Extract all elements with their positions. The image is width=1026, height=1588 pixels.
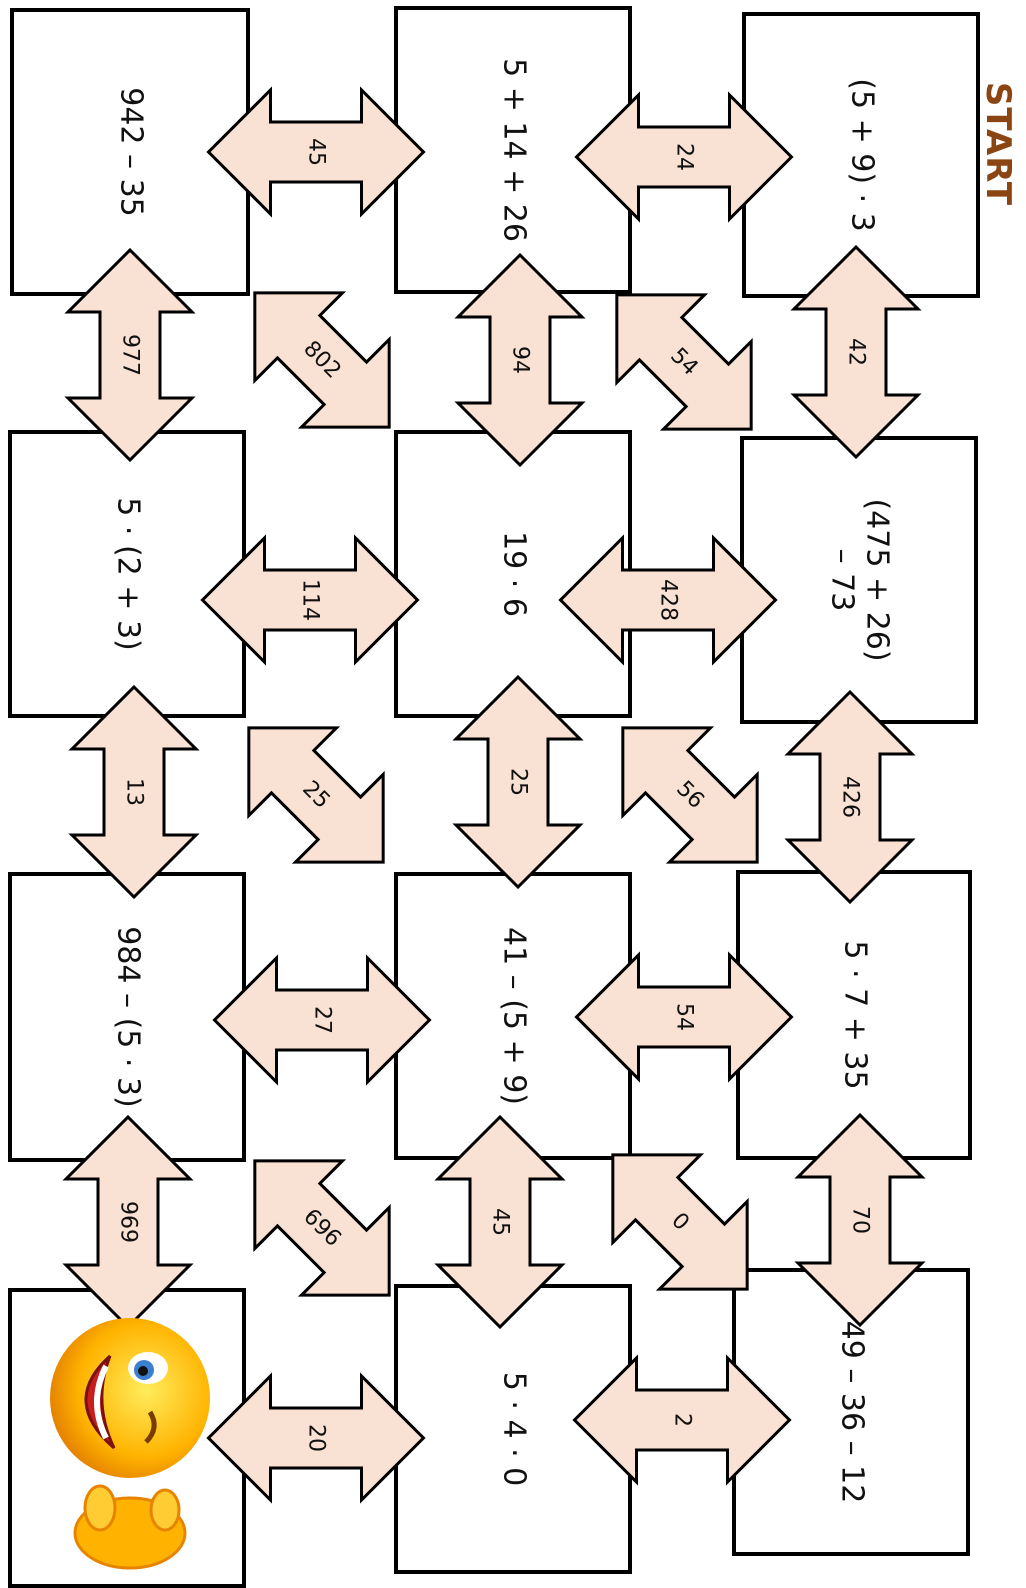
double-arrow-shape — [212, 954, 432, 1086]
double-arrow-shape — [621, 726, 759, 864]
double-arrow[interactable] — [206, 1372, 426, 1504]
double-arrow[interactable] — [790, 244, 922, 460]
cell-box[interactable]: (475 + 26) – 73 — [740, 436, 978, 724]
arrow-label: 428 — [655, 579, 681, 621]
double-arrow-shape — [206, 1372, 426, 1504]
arrow-label: 2 — [669, 1413, 695, 1427]
arrow-label: 426 — [837, 776, 863, 818]
double-arrow[interactable] — [579, 684, 801, 906]
double-arrow[interactable] — [572, 1354, 792, 1486]
arrow-label: 969 — [115, 1201, 141, 1243]
double-arrow[interactable] — [573, 251, 795, 473]
arrow-label: 42 — [843, 338, 869, 366]
double-arrow[interactable] — [211, 249, 433, 471]
double-arrow-shape — [454, 252, 586, 468]
double-arrow-shape — [253, 1159, 391, 1297]
double-arrow[interactable] — [212, 954, 432, 1086]
arrow-label: 24 — [671, 143, 697, 171]
double-arrow[interactable] — [211, 1117, 433, 1339]
double-arrow[interactable] — [569, 1111, 791, 1333]
double-arrow[interactable] — [794, 1112, 926, 1328]
arrow-label: 45 — [303, 138, 329, 166]
double-arrow[interactable] — [68, 684, 200, 900]
double-arrow-shape — [200, 534, 420, 666]
double-arrow-shape — [574, 951, 794, 1083]
double-arrow[interactable] — [558, 534, 778, 666]
double-arrow-shape — [790, 244, 922, 460]
double-arrow-shape — [574, 91, 794, 223]
double-arrow-shape — [206, 86, 426, 218]
double-arrow-shape — [784, 689, 916, 905]
double-arrow-shape — [68, 684, 200, 900]
double-arrow-shape — [452, 674, 584, 890]
arrow-label: 20 — [303, 1424, 329, 1452]
double-arrow-shape — [558, 534, 778, 666]
double-arrow[interactable] — [206, 86, 426, 218]
arrow-label: 25 — [505, 768, 531, 796]
arrow-label: 114 — [297, 579, 323, 621]
double-arrow[interactable] — [574, 951, 794, 1083]
double-arrow-shape — [794, 1112, 926, 1328]
double-arrow-shape — [611, 1153, 749, 1291]
double-arrow-shape — [253, 291, 391, 429]
arrow-label: 27 — [309, 1006, 335, 1034]
double-arrow[interactable] — [454, 252, 586, 468]
double-arrow[interactable] — [574, 91, 794, 223]
double-arrow-shape — [247, 726, 385, 864]
double-arrow-shape — [434, 1114, 566, 1330]
winking-smiley-icon — [40, 1318, 220, 1578]
arrow-label: 977 — [117, 334, 143, 376]
arrow-label: 54 — [671, 1003, 697, 1031]
double-arrow[interactable] — [434, 1114, 566, 1330]
double-arrow[interactable] — [205, 684, 427, 906]
double-arrow-shape — [615, 293, 753, 431]
double-arrow[interactable] — [200, 534, 420, 666]
arrow-label: 13 — [121, 778, 147, 806]
double-arrow-shape — [572, 1354, 792, 1486]
arrow-label: 94 — [507, 346, 533, 374]
arrow-label: 45 — [487, 1208, 513, 1236]
arrow-label: 70 — [847, 1206, 873, 1234]
double-arrow[interactable] — [784, 689, 916, 905]
double-arrow[interactable] — [452, 674, 584, 890]
double-arrow-shape — [64, 247, 196, 463]
double-arrow[interactable] — [64, 247, 196, 463]
